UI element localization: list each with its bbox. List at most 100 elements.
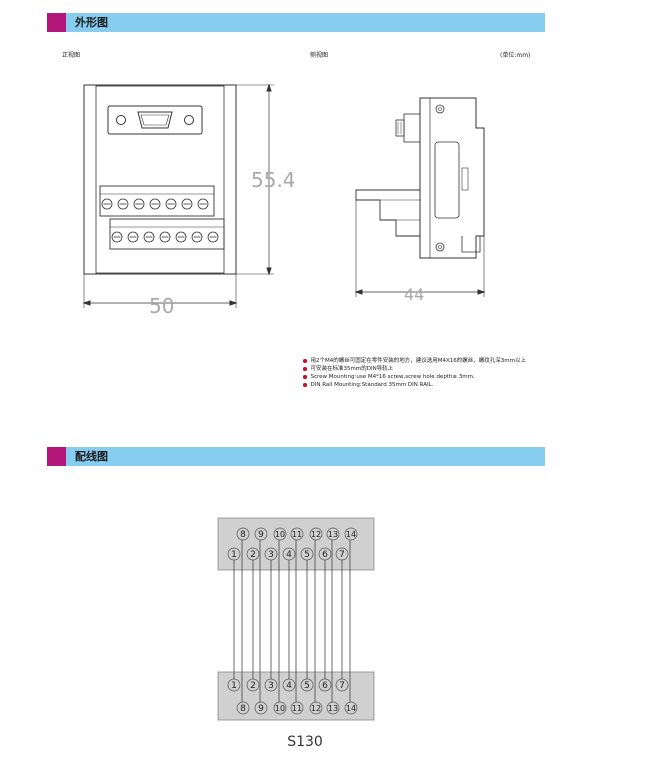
pin-circle	[290, 527, 304, 541]
bullet-icon	[303, 359, 307, 363]
side-body	[419, 97, 485, 259]
side-view-drawing	[354, 97, 486, 297]
pin-circle	[254, 701, 268, 715]
terminal-screw	[117, 198, 129, 210]
terminal-screw	[127, 231, 139, 243]
pin-label: 7	[339, 681, 345, 691]
terminal-screw	[111, 231, 123, 243]
terminal-screw	[207, 231, 219, 243]
note-item: 用2个M4的螺丝可固定在零件安装的地方，建议选用M4X16的螺丝，螺纹孔深3mm…	[303, 357, 526, 365]
pin-label: 9	[258, 530, 264, 540]
terminal-screws	[101, 198, 219, 243]
pin-circle	[227, 547, 241, 561]
bullet-icon	[303, 383, 307, 387]
pin-label: 10	[275, 704, 285, 713]
wiring-section-header: 配线图	[47, 447, 545, 466]
front-width-dimension: 50	[149, 294, 174, 318]
side-connector-stub	[403, 113, 421, 143]
terminal-screw	[175, 231, 187, 243]
front-height-dimension: 55.4	[251, 168, 296, 192]
pin-circle	[344, 701, 358, 715]
terminal-screw	[143, 231, 155, 243]
pin-label: 6	[322, 681, 328, 691]
pin-circle	[335, 678, 349, 692]
pin-label: 13	[328, 530, 338, 539]
front-view-drawing	[82, 83, 274, 308]
pin-label: 14	[346, 530, 356, 539]
side-width-dimension: 44	[404, 285, 424, 304]
pin-label: 3	[268, 681, 274, 691]
pin-circle	[300, 678, 314, 692]
pin-circle	[273, 701, 287, 715]
pin-circle	[318, 547, 332, 561]
pin-circle	[264, 547, 278, 561]
mounting-notes: 用2个M4的螺丝可固定在零件安装的地方，建议选用M4X16的螺丝，螺纹孔深3mm…	[303, 357, 526, 389]
outline-section-header: 外形图	[47, 13, 545, 32]
terminal-screw	[159, 231, 171, 243]
pin-circle	[246, 678, 260, 692]
note-item: DIN Rail Mounting:Standard 35mm DIN RAIL…	[303, 381, 526, 389]
front-inner-frame	[95, 85, 225, 274]
terminal-screw	[197, 198, 209, 210]
pin-label: 1	[231, 550, 237, 560]
wiring-section-title: 配线图	[75, 450, 108, 463]
pin-label: 2	[250, 681, 256, 691]
pin-circle	[318, 678, 332, 692]
pin-label: 6	[322, 550, 328, 560]
pin-label: 4	[286, 681, 292, 691]
pin-circle	[254, 527, 268, 541]
pin-label: 2	[250, 550, 256, 560]
pin-label: 8	[240, 530, 246, 540]
terminal-screw	[165, 198, 177, 210]
terminal-screw	[149, 198, 161, 210]
side-terminal-protrusion	[355, 189, 421, 237]
terminal-screw	[181, 198, 193, 210]
pin-circle	[282, 678, 296, 692]
pin-circle	[326, 701, 340, 715]
pin-circle	[246, 547, 260, 561]
pin-circle	[290, 701, 304, 715]
section-tab-marker	[47, 13, 66, 32]
pin-circle	[309, 701, 323, 715]
pin-label: 10	[275, 530, 285, 539]
pin-label: 13	[328, 704, 338, 713]
pin-circle	[344, 527, 358, 541]
pin-label: 12	[311, 530, 321, 539]
pin-label: 8	[240, 704, 246, 714]
pin-circle	[227, 678, 241, 692]
pin-circle	[326, 527, 340, 541]
side-view-label: 侧视图	[310, 52, 329, 59]
pin-label: 4	[286, 550, 292, 560]
pin-circle	[335, 547, 349, 561]
pin-label: 5	[304, 550, 310, 560]
pin-circle	[273, 527, 287, 541]
front-view-label: 正视图	[62, 52, 81, 59]
pin-label: 11	[292, 704, 302, 713]
note-item: 可安装在标准35mm的DIN导轨上	[303, 365, 526, 373]
terminal-screw	[191, 231, 203, 243]
pin-circle	[264, 678, 278, 692]
pin-label: 5	[304, 681, 310, 691]
pin-circle	[300, 547, 314, 561]
side-window	[434, 141, 460, 219]
pin-label: 14	[346, 704, 356, 713]
pin-label: 7	[339, 550, 345, 560]
dsub-inner-shell	[140, 114, 170, 126]
terminal-screw	[133, 198, 145, 210]
dsub-screw-left	[116, 115, 126, 125]
lower-terminal-block	[109, 218, 225, 250]
model-caption: S130	[287, 734, 323, 750]
dsub-screw-right	[184, 115, 194, 125]
section-tab-marker	[47, 447, 66, 466]
terminal-screw	[101, 198, 113, 210]
pin-circle	[309, 527, 323, 541]
upper-terminal-block	[99, 185, 215, 217]
pin-circle	[236, 527, 250, 541]
wire-lines	[233, 540, 351, 703]
bullet-icon	[303, 375, 307, 379]
bullet-icon	[303, 367, 307, 371]
pin-circle	[282, 547, 296, 561]
